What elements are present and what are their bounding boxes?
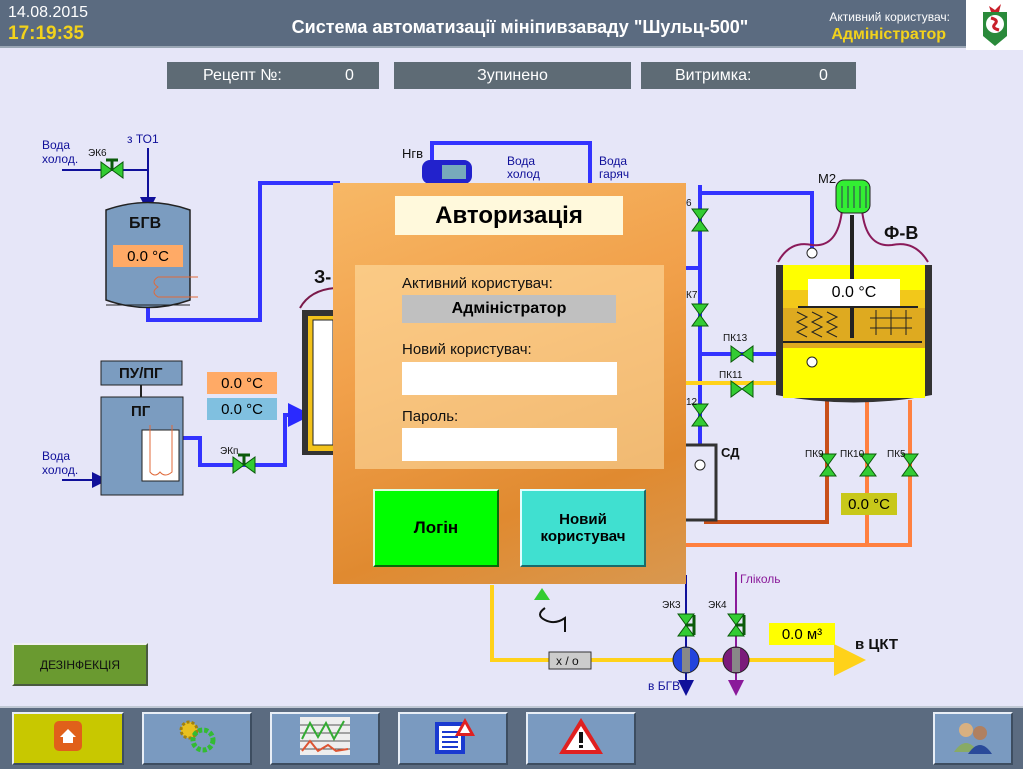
sample-valve[interactable] [534,588,550,600]
svg-text:6: 6 [686,198,692,209]
pg-cold-temperature: 0.0 °C [207,398,277,420]
home-button[interactable] [12,712,124,765]
alarm-warning-icon [558,716,604,761]
hold-value: 0 [819,66,828,84]
gears-icon [177,718,217,759]
svg-text:ПК10: ПК10 [840,449,865,460]
svg-text:ПК13: ПК13 [723,333,748,344]
trends-button[interactable] [270,712,380,765]
users-icon [952,718,994,759]
cold-water-top-label: Вода [507,154,535,168]
to-bgv-label: в БГВ [648,679,680,693]
app-title: Система автоматизації мініпивзаваду "Шул… [291,17,749,37]
active-user: Адміністратор [831,26,946,43]
svg-text:ЭК3: ЭК3 [662,600,681,611]
active-user-label: Активний користувач: [402,275,553,292]
fv-temperature: 0.0 °C [808,279,900,306]
svg-text:12: 12 [686,397,698,408]
svg-text:Гліколь: Гліколь [740,572,781,586]
valve-pk7[interactable] [691,303,709,327]
cold-water-label: Вода [42,138,70,152]
cold-water-top-label: холод [507,167,540,181]
svg-text:ПК9: ПК9 [805,449,824,460]
active-user-label: Активний користувач: [829,10,950,24]
hold-label: Витримка: [675,66,752,84]
report-alert-icon [431,716,475,761]
login-button[interactable]: Логін [373,489,499,567]
svg-text:ПГ: ПГ [131,403,151,420]
authorization-dialog: Авторизація Активний користувач: Адмініс… [333,183,686,584]
hot-water-top-label: Вода [599,154,627,168]
trend-chart-icon [300,717,350,760]
recipe-label: Рецепт №: [203,66,282,84]
svg-text:М2: М2 [818,171,836,186]
sd-tank[interactable] [686,443,718,522]
bgv-temperature: 0.0 °C [113,245,183,267]
pu-pg-panel[interactable] [100,360,183,386]
svg-text:СД: СД [721,445,740,460]
header-bar [0,0,1023,48]
time: 17:19:35 [8,23,85,44]
recipe-status: Рецепт №: 0 [167,62,379,89]
from-to1-label: з ТО1 [127,132,159,146]
process-state: Зупинено [394,62,631,89]
alarms-button[interactable] [526,712,636,765]
disinfection-button[interactable]: ДЕЗІНФЕКЦІЯ [12,643,148,686]
valve-pk6[interactable] [691,208,709,232]
svg-text:Нгв: Нгв [402,146,423,161]
svg-text:БГВ: БГВ [129,215,161,232]
settings-button[interactable] [142,712,252,765]
outlet-temperature: 0.0 °C [841,493,897,515]
svg-text:З-: З- [314,267,331,287]
svg-text:в ЦКТ: в ЦКТ [855,636,898,653]
svg-text:ПУ/ПГ: ПУ/ПГ [119,365,163,382]
xo-indicator[interactable] [548,651,592,670]
password-label: Пароль: [402,408,459,425]
svg-text:ЭКп: ЭКп [220,446,238,457]
recipe-value: 0 [345,66,354,84]
volume-readout: 0.0 м³ [769,623,835,645]
active-user-field: Адміністратор [402,295,616,323]
dialog-title: Авторизація [395,196,623,235]
hot-water-top-label: гаряч [599,167,629,181]
svg-text:ЭК4: ЭК4 [708,600,727,611]
motor-m2[interactable] [835,179,871,214]
heat-exchanger-glycol[interactable] [722,646,750,674]
svg-text:ЭК6: ЭК6 [88,148,107,159]
svg-text:ПК11: ПК11 [719,370,743,381]
pg-hot-temperature: 0.0 °C [207,372,277,394]
report-button[interactable] [398,712,508,765]
svg-text:Ф-В: Ф-В [884,223,918,243]
svg-text:х / о: х / о [556,654,579,668]
home-icon [53,720,83,757]
new-user-label: Новий користувач: [402,341,532,358]
new-user-button[interactable]: Новий користувач [520,489,646,567]
cold-water-label: холод. [42,152,78,166]
user-management-button[interactable] [933,712,1013,765]
svg-text:ПК5: ПК5 [887,449,906,460]
heat-exchanger-water[interactable] [672,646,700,674]
date: 14.08.2015 [8,4,89,21]
cold-water-label: Вода [42,449,70,463]
password-input[interactable] [402,428,617,461]
valve-pk13[interactable] [730,345,754,363]
brand-logo [966,0,1023,50]
cold-water-label: холод. [42,463,78,477]
new-user-input[interactable] [402,362,617,395]
hold-status: Витримка: 0 [641,62,856,89]
svg-text:К7: К7 [686,290,698,301]
